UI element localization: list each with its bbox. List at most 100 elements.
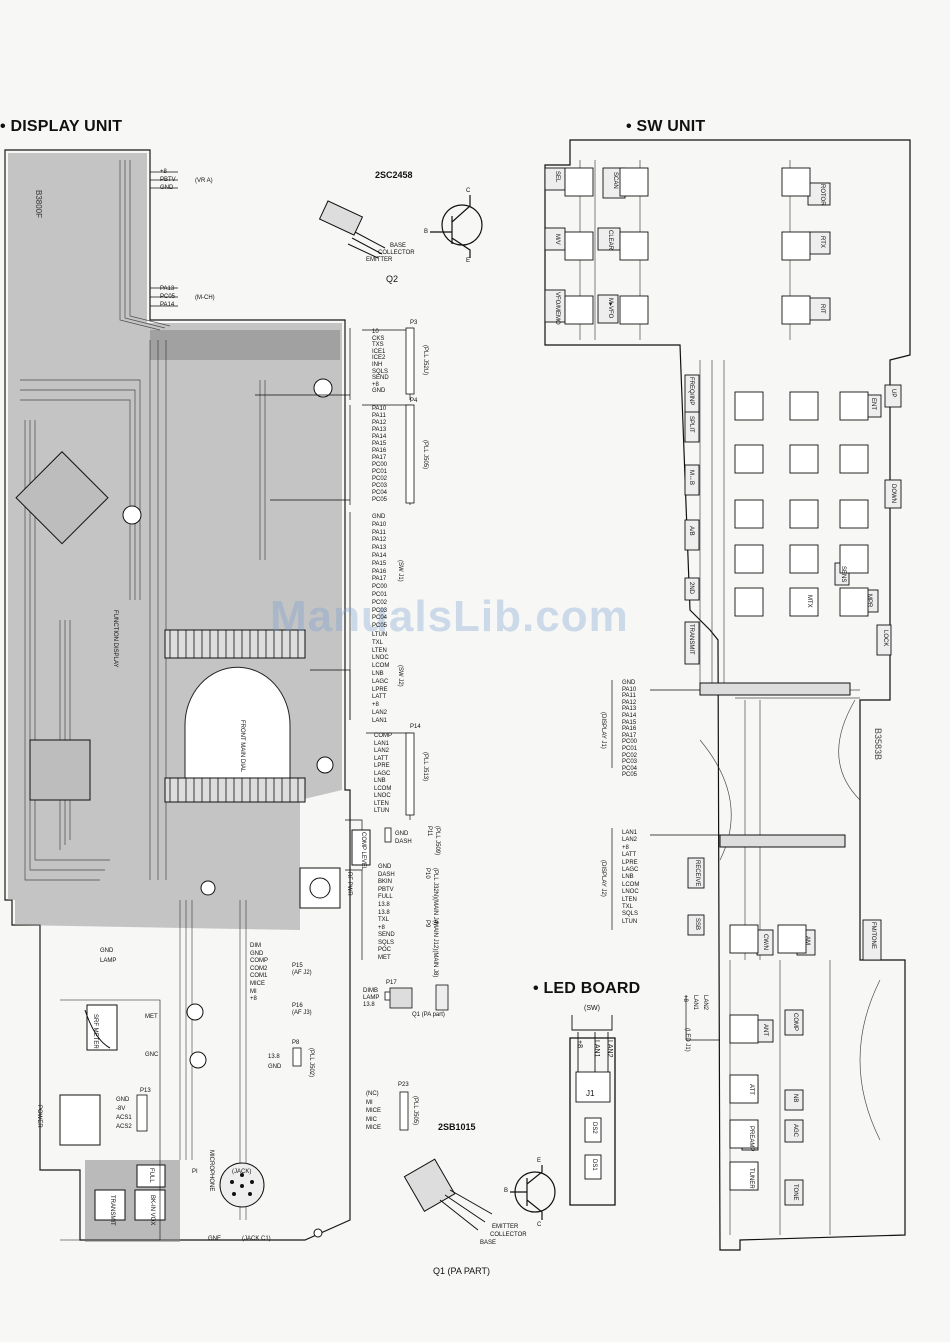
q1-sym-c: C bbox=[537, 1222, 542, 1228]
q1-pin-emitter: EMITTER bbox=[492, 1224, 519, 1230]
p11-name: P11 bbox=[426, 826, 432, 837]
front-dial-label: FRONT MAIN DIAL bbox=[239, 720, 245, 773]
key-ent: ENT bbox=[870, 398, 876, 410]
key-m-b: M↔B bbox=[688, 470, 694, 485]
key-m-vfo: M▸VFO bbox=[607, 298, 613, 319]
q1-pin-base: BASE bbox=[480, 1240, 497, 1246]
key-vfo-memo: VFO/MEMO bbox=[554, 292, 560, 325]
key-rtx: RTX bbox=[819, 236, 825, 248]
mic-pin-jack: (JACK) bbox=[232, 1169, 252, 1175]
key-down: DOWN bbox=[890, 484, 896, 503]
key-ant: ANT bbox=[762, 1024, 768, 1036]
key-att: ATT bbox=[748, 1084, 754, 1095]
q2-sym-c: C bbox=[466, 188, 471, 194]
led-ds2: DS2 bbox=[591, 1122, 597, 1134]
q1-pa-label: Q1 (PA part) bbox=[412, 1012, 445, 1018]
bkin-vox-label: BK-IN VOX bbox=[149, 1195, 155, 1226]
sw-unit-title: • SW UNIT bbox=[626, 118, 706, 135]
key-clear: CLEAR bbox=[607, 230, 613, 251]
key-freq-inp: FREQ/INP bbox=[688, 377, 694, 406]
q1-part-number: 2SB1015 bbox=[438, 1122, 476, 1132]
meter-pin-met: MET bbox=[145, 1014, 158, 1020]
q1-sym-e: E bbox=[537, 1158, 542, 1164]
sw-led-j1-pin-lan1: LAN1 bbox=[692, 995, 698, 1011]
key-receive: RECEIVE bbox=[694, 860, 700, 887]
mic-pin-pi: PI bbox=[192, 1169, 198, 1175]
key-rotor: ROTOR bbox=[819, 184, 825, 206]
led-board-dest: (SW) bbox=[584, 1005, 600, 1012]
p4-name: P4 bbox=[410, 398, 418, 404]
display-unit-title: • DISPLAY UNIT bbox=[0, 118, 123, 135]
p14-dest: (PLL J513) bbox=[422, 752, 428, 782]
p10-dest: (PLL J32N)(MAIN J4) bbox=[432, 868, 438, 926]
power-label: POWER bbox=[36, 1105, 42, 1128]
q1-pin-collector: COLLECTOR bbox=[490, 1232, 527, 1238]
q1-package bbox=[403, 1158, 493, 1231]
p23-dest: (PLL J505) bbox=[412, 1096, 418, 1126]
watermark: ManualsLib.com bbox=[270, 592, 629, 641]
sw-j2-dest: (SW J2) bbox=[397, 665, 403, 687]
p9-name: P9 bbox=[424, 920, 430, 928]
p3-dest: (PLL J52U) bbox=[422, 345, 428, 376]
p10-name: P10 bbox=[424, 868, 430, 879]
full-label: FULL bbox=[148, 1168, 154, 1183]
key-preamp: PREAMP bbox=[748, 1126, 754, 1152]
sw-connector-j2 bbox=[719, 834, 846, 848]
key-sel: SEL bbox=[554, 171, 560, 183]
key-am: AM bbox=[804, 936, 810, 945]
sw-led-j1-dest: (LED J1) bbox=[684, 1028, 690, 1052]
q2-symbol bbox=[430, 195, 483, 258]
key-split: SPLIT bbox=[688, 416, 694, 433]
p8-name: P8 bbox=[292, 1040, 300, 1046]
key-rit: RIT bbox=[819, 304, 825, 314]
key-2nd: 2ND bbox=[688, 582, 694, 595]
display-board-id: B3800F bbox=[34, 190, 43, 219]
key-transmit: TRANSMIT bbox=[688, 624, 694, 655]
p17-name: P17 bbox=[386, 980, 397, 986]
key-up: UP bbox=[890, 389, 896, 398]
p15-name: P15 bbox=[292, 963, 303, 969]
key-cwn: CW/N bbox=[762, 934, 768, 950]
top-connector-a-dest: (VR A) bbox=[195, 178, 213, 184]
sw-display-j2-dest: (DISPLAY J2) bbox=[600, 860, 606, 897]
key-fm-tone: FM/TONE bbox=[870, 922, 876, 949]
sw-board-outline bbox=[544, 139, 911, 1251]
led-conn-j1: J1 bbox=[586, 1089, 595, 1098]
key-lock: LOCK bbox=[882, 630, 888, 647]
meter-pin-gnc: GNC bbox=[145, 1052, 159, 1058]
key-tone: TONE bbox=[792, 1184, 798, 1201]
sw-connector-j1 bbox=[699, 682, 851, 696]
p16-dest: (AF J3) bbox=[292, 1010, 312, 1016]
p23-name: P23 bbox=[398, 1082, 409, 1088]
key-mtx: MTX bbox=[806, 595, 812, 608]
transmit-label: TRANSMIT bbox=[109, 1195, 115, 1226]
p3-name: P3 bbox=[410, 320, 418, 326]
led-board-title: • LED BOARD bbox=[533, 980, 641, 997]
led-pin-lan1: LAN1 bbox=[593, 1040, 600, 1058]
q2-package bbox=[318, 200, 364, 236]
led-ds1: DS1 bbox=[591, 1159, 597, 1171]
sw-j1-dest: (SW J1) bbox=[397, 560, 403, 582]
ic1-chip bbox=[29, 739, 91, 801]
key-a-b: A/B bbox=[688, 526, 694, 536]
led-board-outline bbox=[569, 1037, 616, 1206]
key-ssb: SSB bbox=[694, 918, 700, 931]
mic-pin-gne: GNE bbox=[208, 1236, 222, 1242]
sw-board-id: B3583B bbox=[873, 728, 883, 761]
microphone-label: MICROPHONE bbox=[208, 1150, 214, 1192]
p14-name: P14 bbox=[410, 724, 421, 730]
q2-sym-e: E bbox=[466, 258, 471, 264]
p11-dest: (PLL J509) bbox=[434, 826, 440, 856]
